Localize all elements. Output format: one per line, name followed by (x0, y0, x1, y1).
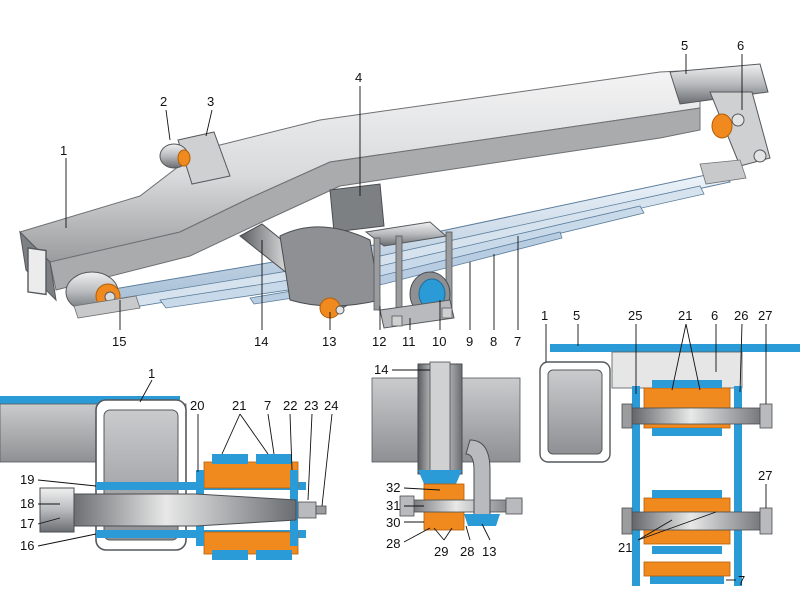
callout-right-6: 6 (711, 308, 718, 323)
callout-right-26: 26 (734, 308, 748, 323)
rear-shackle (669, 63, 771, 185)
callout-left-1: 1 (148, 366, 155, 381)
frame-rail (19, 69, 701, 302)
callout-12: 12 (372, 334, 386, 349)
callout-14: 14 (254, 334, 268, 349)
callout-left-16: 16 (20, 538, 34, 553)
callout-left-19: 19 (20, 472, 34, 487)
callout-7: 7 (514, 334, 521, 349)
callout-2: 2 (160, 94, 167, 109)
callout-15: 15 (112, 334, 126, 349)
callout-right-5: 5 (573, 308, 580, 323)
callout-mid-30: 30 (386, 515, 400, 530)
axle-and-shock (239, 183, 385, 319)
callout-left-17: 17 (20, 516, 34, 531)
callout-8: 8 (490, 334, 497, 349)
callout-5: 5 (681, 38, 688, 53)
callout-mid-14: 14 (374, 362, 388, 377)
callout-right-27: 27 (758, 308, 772, 323)
callout-1: 1 (60, 143, 67, 158)
callout-right-21b: 21 (618, 540, 632, 555)
callout-right-25: 25 (628, 308, 642, 323)
callout-right-1: 1 (541, 308, 548, 323)
callout-right-21: 21 (678, 308, 692, 323)
front-spring-eye (65, 271, 141, 319)
callout-left-23: 23 (304, 398, 318, 413)
callout-mid-28: 28 (386, 536, 400, 551)
front-eye-section (0, 396, 327, 560)
callout-9: 9 (466, 334, 473, 349)
callout-4: 4 (355, 70, 362, 85)
callout-10: 10 (432, 334, 446, 349)
callout-left-20: 20 (190, 398, 204, 413)
callout-left-18: 18 (20, 496, 34, 511)
callout-left-7: 7 (264, 398, 271, 413)
callout-6: 6 (737, 38, 744, 53)
callout-right-27b: 27 (758, 468, 772, 483)
callout-3: 3 (207, 94, 214, 109)
callout-mid-31: 31 (386, 498, 400, 513)
callout-13: 13 (322, 334, 336, 349)
callout-11: 11 (402, 334, 416, 349)
callout-left-22: 22 (283, 398, 297, 413)
callout-mid-28b: 28 (460, 544, 474, 559)
callout-left-21: 21 (232, 398, 246, 413)
callout-mid-29: 29 (434, 544, 448, 559)
callout-right-7: 7 (738, 573, 745, 588)
callout-mid-32: 32 (386, 480, 400, 495)
leader-lines (37, 54, 767, 581)
rear-shackle-section (539, 344, 800, 586)
callout-mid-13: 13 (482, 544, 496, 559)
callout-labels: 1 2 3 4 5 6 7 8 9 10 11 12 13 14 15 1 20… (20, 38, 772, 588)
callout-left-24: 24 (324, 398, 338, 413)
front-bracket (159, 131, 231, 185)
